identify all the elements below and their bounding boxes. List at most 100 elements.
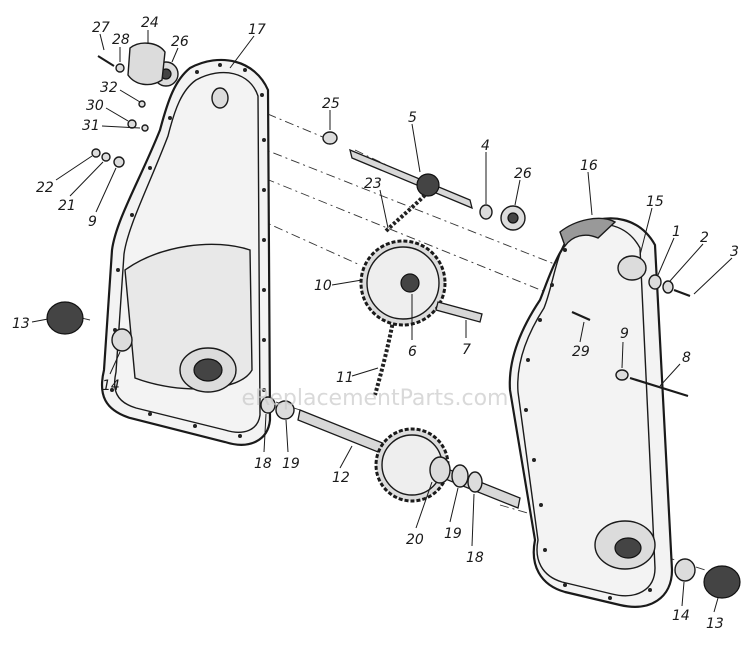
callout-labels: 27 28 24 26 17 32 30 31 22 21 9 25 5 4 2… xyxy=(12,15,739,632)
spacer-18-upper xyxy=(260,396,276,414)
flange-hole xyxy=(116,268,120,272)
callout-17: 17 xyxy=(248,22,266,38)
callout-28: 28 xyxy=(112,32,130,48)
flange-hole xyxy=(262,188,266,192)
left-chain-case xyxy=(100,58,272,446)
flange-hole xyxy=(538,318,542,322)
leader-13b xyxy=(713,597,719,613)
bearing-14-right xyxy=(674,558,696,582)
leader-22 xyxy=(55,155,93,181)
callout-27: 27 xyxy=(92,20,110,36)
flange-hole xyxy=(243,68,247,72)
flange-hole xyxy=(262,288,266,292)
loose-parts xyxy=(46,42,741,599)
washer-9-right xyxy=(615,369,629,381)
nut-32 xyxy=(138,100,146,108)
flange-hole xyxy=(526,358,530,362)
spacer-19-lower xyxy=(451,464,469,488)
flange-hole xyxy=(563,248,567,252)
callout-20: 20 xyxy=(406,532,424,548)
callout-7: 7 xyxy=(462,342,471,358)
callout-10: 10 xyxy=(314,278,332,294)
flange-hole xyxy=(524,408,528,412)
leader-16 xyxy=(587,171,593,216)
callout-8: 8 xyxy=(682,350,691,366)
right-case-shell xyxy=(508,217,674,608)
flange-hole xyxy=(262,388,266,392)
right-case-flange xyxy=(517,223,656,597)
callout-30: 30 xyxy=(86,98,104,114)
flange-hole xyxy=(563,583,567,587)
callout-3: 3 xyxy=(730,244,739,260)
upper-sprocket xyxy=(416,173,440,197)
seal-13-right xyxy=(703,565,741,599)
leader-32 xyxy=(119,89,141,103)
callout-13: 13 xyxy=(706,616,724,632)
leader-14a xyxy=(109,351,121,375)
spacer-18-lower xyxy=(467,471,483,493)
callout-5: 5 xyxy=(408,110,417,126)
callout-18: 18 xyxy=(466,550,484,566)
flange-hole xyxy=(110,388,114,392)
leader-29 xyxy=(579,321,585,343)
leader-21 xyxy=(69,161,104,197)
leader-1 xyxy=(657,237,675,276)
callout-12: 12 xyxy=(332,470,350,486)
bolt-27 xyxy=(97,55,115,67)
spacer-tube-7 xyxy=(435,301,483,323)
middle-sprocket-assembly xyxy=(359,239,483,327)
leader-lines xyxy=(31,30,733,613)
left-case-bearing-bore xyxy=(193,358,223,382)
flange-hole xyxy=(148,166,152,170)
leader-19b xyxy=(449,487,459,523)
leader-27 xyxy=(99,33,105,51)
flange-hole xyxy=(262,238,266,242)
callout-11: 11 xyxy=(336,370,354,386)
callout-1: 1 xyxy=(672,224,681,240)
bolt-3 xyxy=(673,288,691,298)
leader-9b xyxy=(621,341,624,369)
chain-upper xyxy=(383,193,427,234)
spacer-19-upper xyxy=(275,400,295,420)
callout-32: 32 xyxy=(100,80,118,96)
assembly-line xyxy=(204,194,361,266)
callout-9: 9 xyxy=(88,214,97,230)
leader-14b xyxy=(681,581,685,607)
leader-2 xyxy=(669,243,704,282)
callout-19: 19 xyxy=(444,526,462,542)
leader-9a xyxy=(95,167,117,213)
spacer-25 xyxy=(322,131,338,145)
flange-hole xyxy=(260,93,264,97)
right-case-rim xyxy=(559,217,617,248)
leader-5 xyxy=(411,123,421,173)
leader-12 xyxy=(339,445,353,469)
nut-31 xyxy=(141,124,149,132)
flange-hole xyxy=(550,283,554,287)
flange-hole xyxy=(238,434,242,438)
leader-13a xyxy=(31,318,49,323)
right-chain-case xyxy=(508,217,674,608)
callout-29: 29 xyxy=(572,344,590,360)
flange-hole xyxy=(262,338,266,342)
washer-30 xyxy=(127,119,137,129)
leader-31 xyxy=(101,125,141,129)
flange-hole xyxy=(218,63,222,67)
left-case-flange xyxy=(113,71,261,433)
callout-13: 13 xyxy=(12,316,30,332)
leader-19a xyxy=(285,419,289,453)
callout-23: 23 xyxy=(364,176,382,192)
watermark: eReplacementParts.com xyxy=(242,386,509,411)
callout-4: 4 xyxy=(481,138,490,154)
flange-hole xyxy=(543,548,547,552)
leader-10 xyxy=(331,279,363,286)
flange-hole xyxy=(532,458,536,462)
washer-2 xyxy=(662,280,674,294)
leader-11 xyxy=(351,367,379,377)
upper-shaft-assembly xyxy=(322,131,526,231)
washer-1 xyxy=(648,274,662,290)
flange-hole xyxy=(195,70,199,74)
bearing-14-left xyxy=(111,328,133,352)
callout-6: 6 xyxy=(408,344,417,360)
